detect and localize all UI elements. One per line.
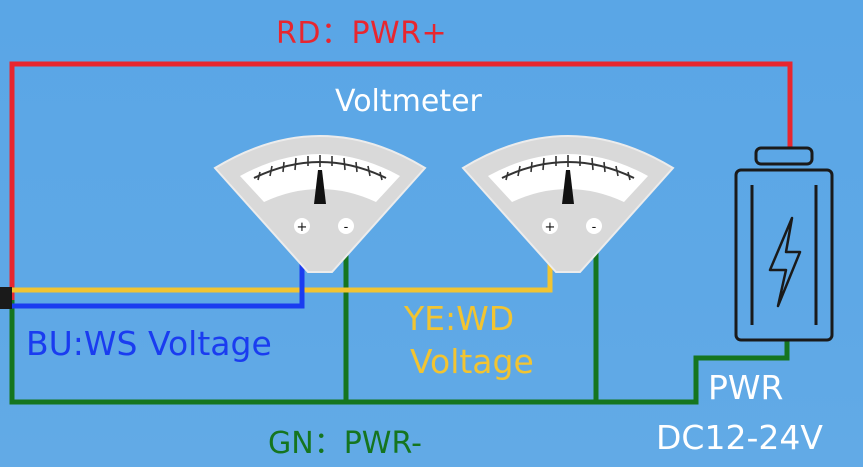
meter-minus-terminal [338,218,354,234]
yellow-wire [0,232,553,293]
red-wire-label: RD：PWR+ [276,16,448,51]
voltmeter-2: + - [461,135,675,273]
meter-plus-terminal [294,218,310,234]
meter-plus-symbol: + [545,220,556,235]
meter-needle [562,170,574,204]
power-label: PWR [708,368,784,407]
green-wire-label: GN：PWR- [268,426,422,461]
meter-plus-symbol: + [297,220,308,235]
meter-ticks [505,155,631,181]
meter-minus-symbol: - [344,220,349,235]
yellow-wire-label-line1: YE:WD [404,299,515,338]
cable-end [0,287,12,309]
red-wire [9,61,793,300]
battery-icon [734,146,834,342]
meter-needle [314,170,326,204]
voltmeter-1: + - [213,135,427,273]
blue-wire-label: BU:WS Voltage [26,324,272,363]
blue-wire [0,232,305,309]
lightning-bolt-icon [768,216,802,308]
meter-minus-terminal [586,218,602,234]
meter-ticks [257,155,383,181]
meter-minus-symbol: - [592,220,597,235]
yellow-wire-label-line2: Voltage [410,342,534,381]
diagram-title: Voltmeter [335,84,482,119]
power-voltage-label: DC12-24V [656,418,823,457]
green-wire [9,300,790,405]
meter-plus-terminal [542,218,558,234]
